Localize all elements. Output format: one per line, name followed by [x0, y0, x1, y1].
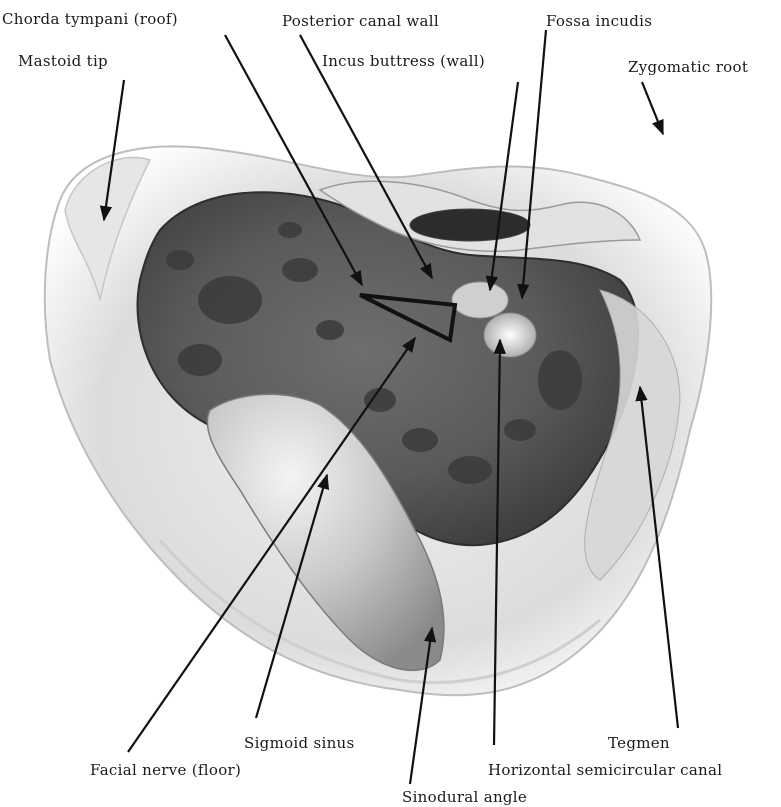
- label-facial-nerve: Facial nerve (floor): [90, 761, 241, 779]
- label-horizontal-canal: Horizontal semicircular canal: [488, 761, 722, 779]
- label-chorda-tympani: Chorda tympani (roof): [2, 10, 178, 28]
- label-fossa-incudis: Fossa incudis: [546, 12, 652, 30]
- horizontal-canal-bulge: [484, 313, 536, 357]
- arrow-zygomatic-root: [642, 82, 663, 134]
- label-incus-buttress: Incus buttress (wall): [322, 52, 485, 70]
- label-zygomatic-root: Zygomatic root: [628, 58, 748, 76]
- label-tegmen: Tegmen: [608, 734, 670, 752]
- label-posterior-canal-wall: Posterior canal wall: [282, 12, 439, 30]
- label-mastoid-tip: Mastoid tip: [18, 52, 108, 70]
- incus-buttress-area: [452, 282, 508, 318]
- label-sigmoid-sinus: Sigmoid sinus: [244, 734, 355, 752]
- external-canal-opening: [410, 209, 530, 241]
- label-sinodural-angle: Sinodural angle: [402, 788, 527, 806]
